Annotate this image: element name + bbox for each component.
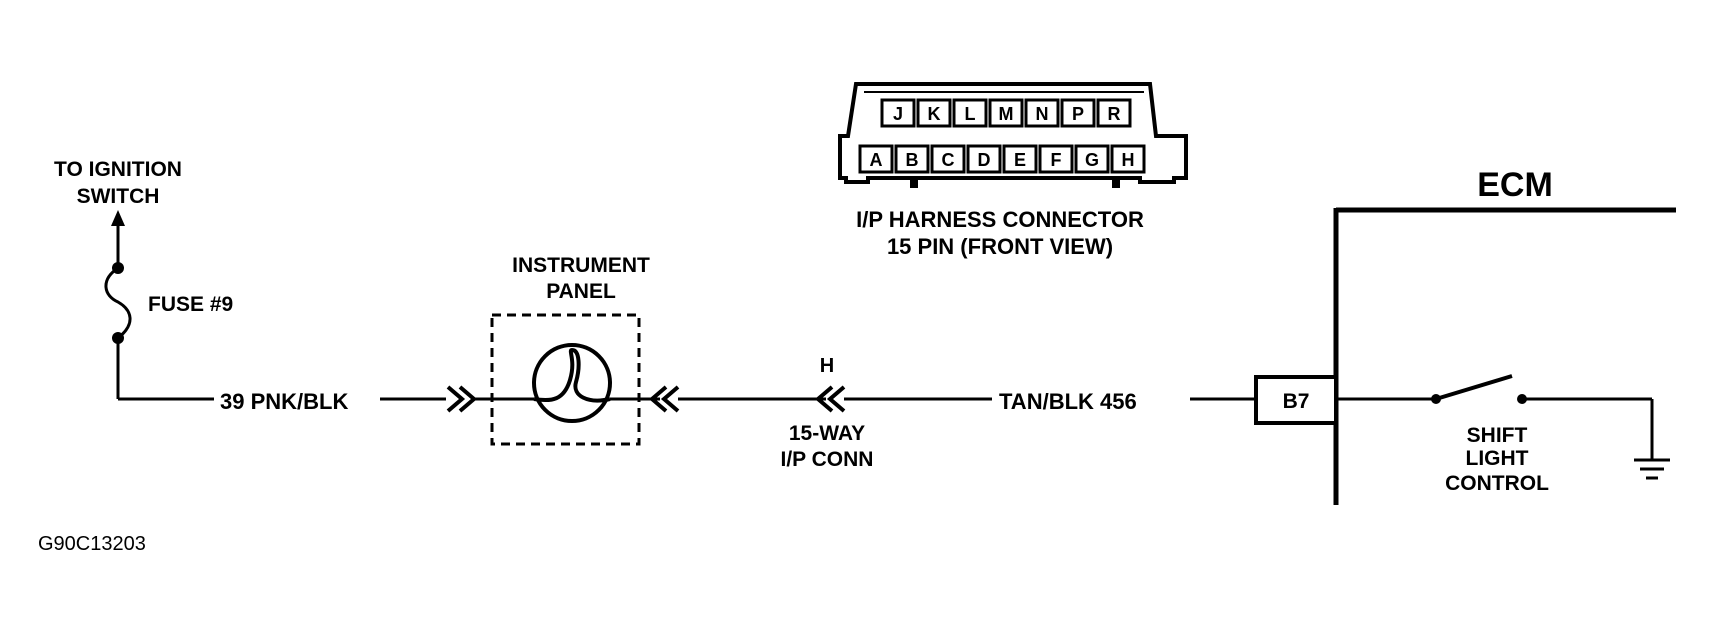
wire-right-label: TAN/BLK 456 [999,389,1137,414]
ignition-label-line2: SWITCH [77,185,160,208]
connector-pin-cavity [988,98,1024,128]
ecm-terminal-label: B7 [1283,390,1310,413]
wire-left-label: 39 PNK/BLK [220,389,348,414]
chevron-right-icon [446,385,466,413]
instrument-panel-label-line2: PANEL [546,280,616,303]
connector-label-line1: 15-WAY [789,422,865,445]
connector-pin-letter: N [1036,104,1049,124]
shift-light-bulb-icon [532,343,612,423]
wire-456-tan-blk: TAN/BLK 456 [999,389,1256,414]
shift-light-label-line3: CONTROL [1445,472,1549,495]
ip-connector-15-way: H 15-WAY I/P CONN [678,355,992,471]
connector-pin-cavity [916,98,952,128]
shift-light-label-line2: LIGHT [1466,447,1529,470]
instrument-panel-label-line1: INSTRUMENT [512,254,650,277]
ecm-module: ECM B7 SHIFT LIGHT CONTROL [1254,166,1676,505]
connector-bottom-pin-row: A B C D E F G H [858,144,1146,174]
connector-pin-letter: P [1072,104,1084,124]
connector-pin-cavity [1002,144,1038,174]
connector-pin-letter: G [1085,150,1099,170]
connector-pin-cavity [966,144,1002,174]
chevron-left-icon [660,385,680,413]
connector-pin-letter: K [928,104,941,124]
connector-pin-cavity [930,144,966,174]
connector-pin-cavity [952,98,988,128]
connector-pin-letter: D [978,150,991,170]
connector-pin-letter: J [893,104,903,124]
figure-code: G90C13203 [38,533,146,555]
connector-pin-cavity [858,144,894,174]
connector-pin-cavity [880,98,916,128]
harness-connector-title-line2: 15 PIN (FRONT VIEW) [887,234,1113,259]
connector-pin-cavity [1074,144,1110,174]
instrument-panel: INSTRUMENT PANEL [490,254,680,446]
harness-connector-front-view: J K L M N P R A B C D E F G H I/P HARNESS CONNECTOR 1… [838,82,1188,259]
ignition-feed: TO IGNITION SWITCH FUSE #9 [54,158,233,401]
connector-latch [910,180,918,188]
connector-pin-cavity [894,144,930,174]
connector-pin-cavity [1024,98,1060,128]
fuse-icon [104,266,132,340]
connector-pin-letter: C [942,150,955,170]
ecm-label: ECM [1477,166,1553,204]
connector-pin-letter: A [870,150,883,170]
harness-connector-title-line1: I/P HARNESS CONNECTOR [856,207,1144,232]
connector-pin-letter: M [999,104,1014,124]
chevron-left-icon [648,385,668,413]
connector-pin-cavity [1110,144,1146,174]
connector-pin-letter: L [965,104,976,124]
connector-pin-cavity [1096,98,1132,128]
wire-39-pnk-blk: 39 PNK/BLK [220,385,492,414]
connector-label-line2: I/P CONN [781,448,874,471]
connector-pin-letter: E [1014,150,1026,170]
connector-pin-letter: R [1108,104,1121,124]
fuse-label: FUSE #9 [148,293,233,316]
connector-pin-cavity [1038,144,1074,174]
arrow-up-icon [111,210,125,226]
connector-latch [1112,180,1120,188]
connector-pin-label: H [820,355,834,377]
ground-icon [1634,458,1670,480]
connector-pin-letter: F [1051,150,1062,170]
instrument-panel-box [490,313,641,446]
chevron-left-icon [814,385,834,413]
chevron-left-icon [826,385,846,413]
connector-pin-cavity [1060,98,1096,128]
switch-icon [1435,374,1513,401]
ignition-label-line1: TO IGNITION [54,158,182,181]
connector-pin-letter: H [1122,150,1135,170]
connector-pin-letter: B [906,150,919,170]
shift-light-label-line1: SHIFT [1467,424,1528,447]
